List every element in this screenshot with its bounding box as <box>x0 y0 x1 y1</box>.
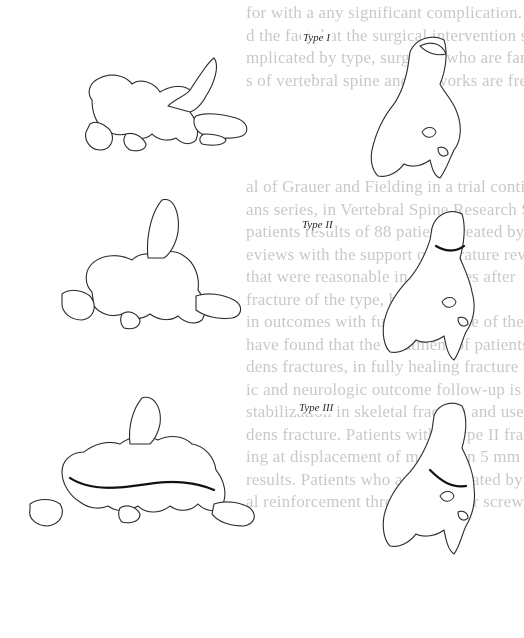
type-2-axis-body-side <box>383 212 474 360</box>
type-3-lateral-mass-left <box>30 500 63 527</box>
type-2-dens <box>148 199 179 258</box>
type-2-label: Type II <box>300 219 335 231</box>
type-3-axis-body-side <box>383 403 474 554</box>
type-2-lateral-mass-left <box>62 290 94 320</box>
type-1-dens-tip <box>168 58 216 112</box>
type-3-dens <box>130 397 161 444</box>
type-3-lateral-mass-right <box>212 502 254 526</box>
type-3-lateral-view <box>383 403 474 554</box>
type-3-anterior-arch <box>119 506 140 523</box>
type-2-vertebral-body <box>86 252 205 323</box>
type-3-label: Type III <box>297 402 335 414</box>
type-1-axis-body-side <box>371 37 460 178</box>
type-1-lateral-view <box>371 37 460 178</box>
type-3-oblique-view <box>30 397 255 526</box>
type-3-vertebral-body <box>62 437 225 512</box>
type-1-lateral-mass-right <box>194 114 247 138</box>
type-1-oblique-view <box>86 58 247 151</box>
type-1-label: Type I <box>301 32 332 44</box>
type-2-lateral-view <box>383 212 474 360</box>
type-2-oblique-view <box>62 199 241 328</box>
